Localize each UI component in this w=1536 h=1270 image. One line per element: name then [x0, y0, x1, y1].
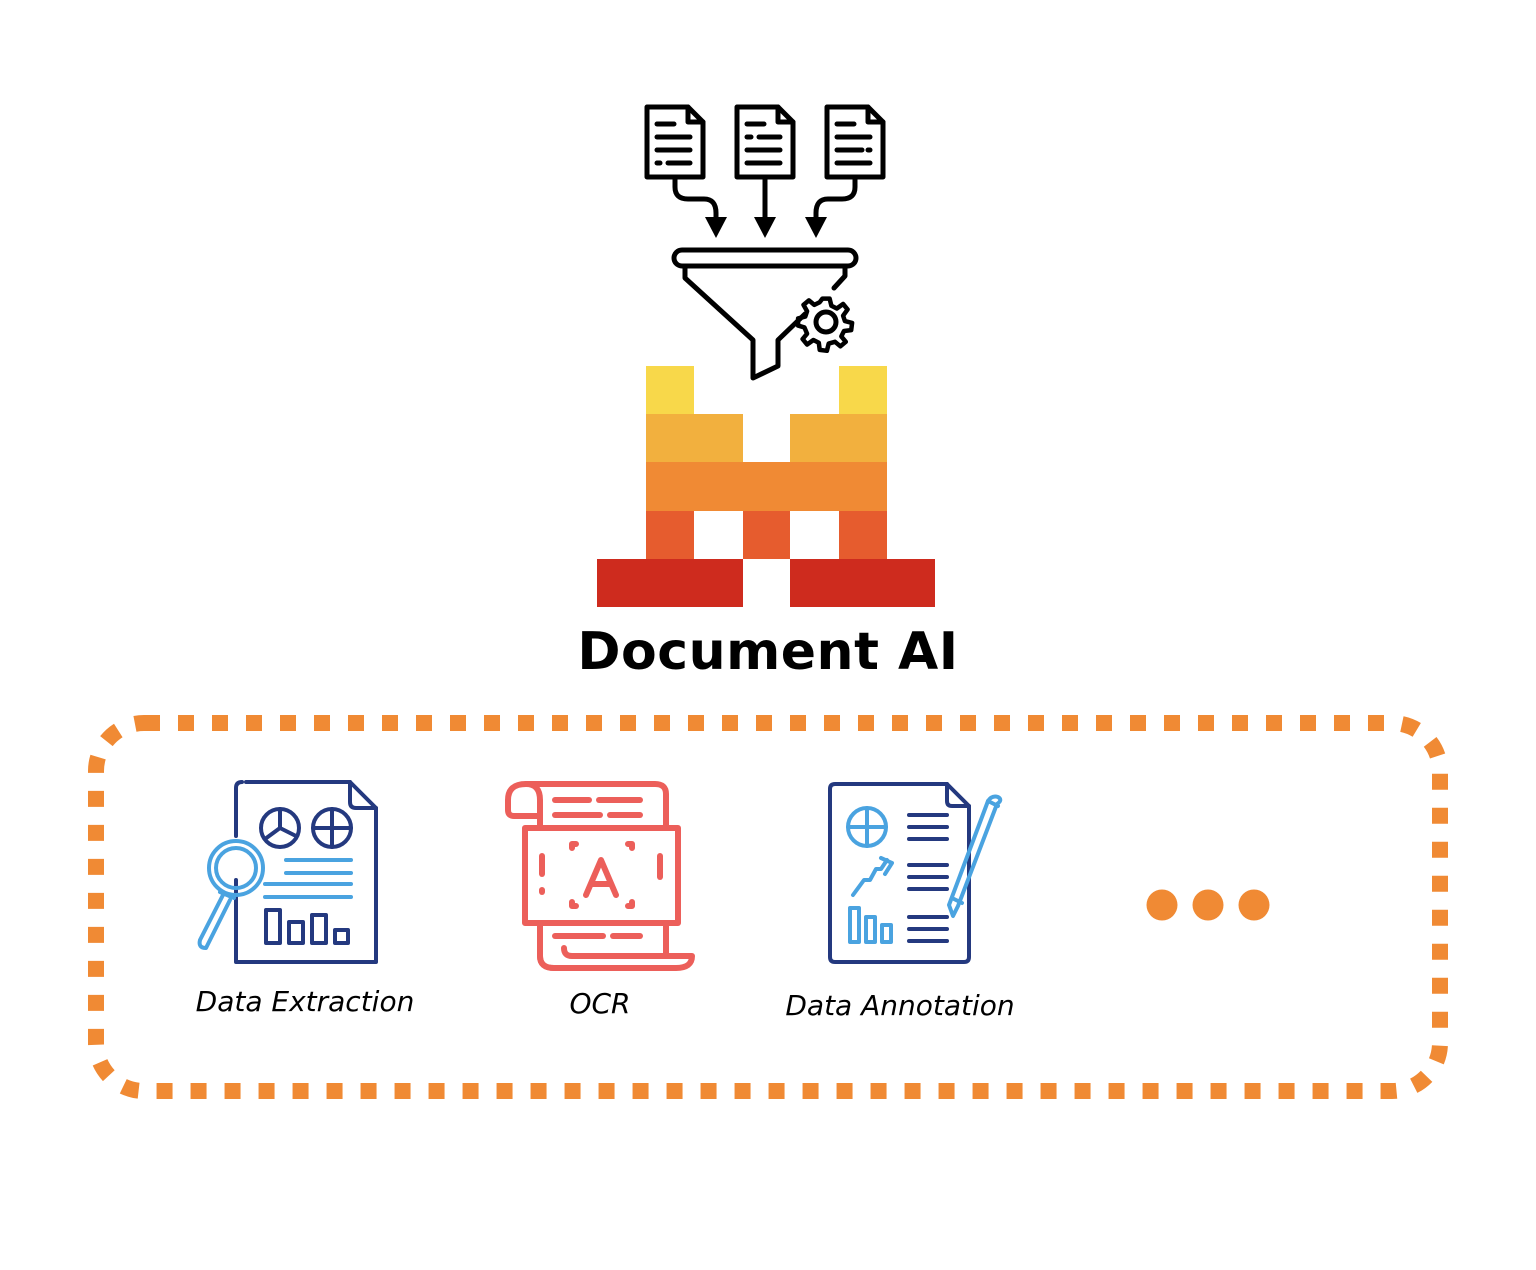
capability-label-data-extraction: Data Extraction [195, 985, 415, 1018]
document-icon-1 [644, 104, 719, 226]
logo-block [646, 366, 694, 414]
report-magnifier-icon [190, 778, 390, 968]
ellipsis-icon [1145, 888, 1275, 922]
document-icon-3 [813, 104, 886, 226]
capabilities-container [85, 712, 1451, 1102]
input-documents [630, 95, 900, 245]
logo-block [646, 462, 887, 511]
logo-block [646, 511, 694, 559]
pixel-m-logo [597, 366, 935, 608]
logo-block [790, 414, 887, 462]
annotated-report-pencil-icon [825, 780, 1015, 970]
logo-block [839, 366, 887, 414]
capability-label-ocr: OCR [569, 987, 631, 1020]
logo-block [790, 559, 935, 607]
logo-block [597, 559, 743, 607]
capability-label-data-annotation: Data Annotation [785, 989, 1015, 1022]
funnel-gear-icon [660, 240, 870, 390]
logo-block [743, 511, 790, 559]
logo-block [839, 511, 887, 559]
logo-block [646, 414, 743, 462]
page-title: Document AI [577, 622, 959, 682]
document-icon-2 [734, 104, 796, 226]
ocr-scroll-icon [500, 778, 700, 973]
